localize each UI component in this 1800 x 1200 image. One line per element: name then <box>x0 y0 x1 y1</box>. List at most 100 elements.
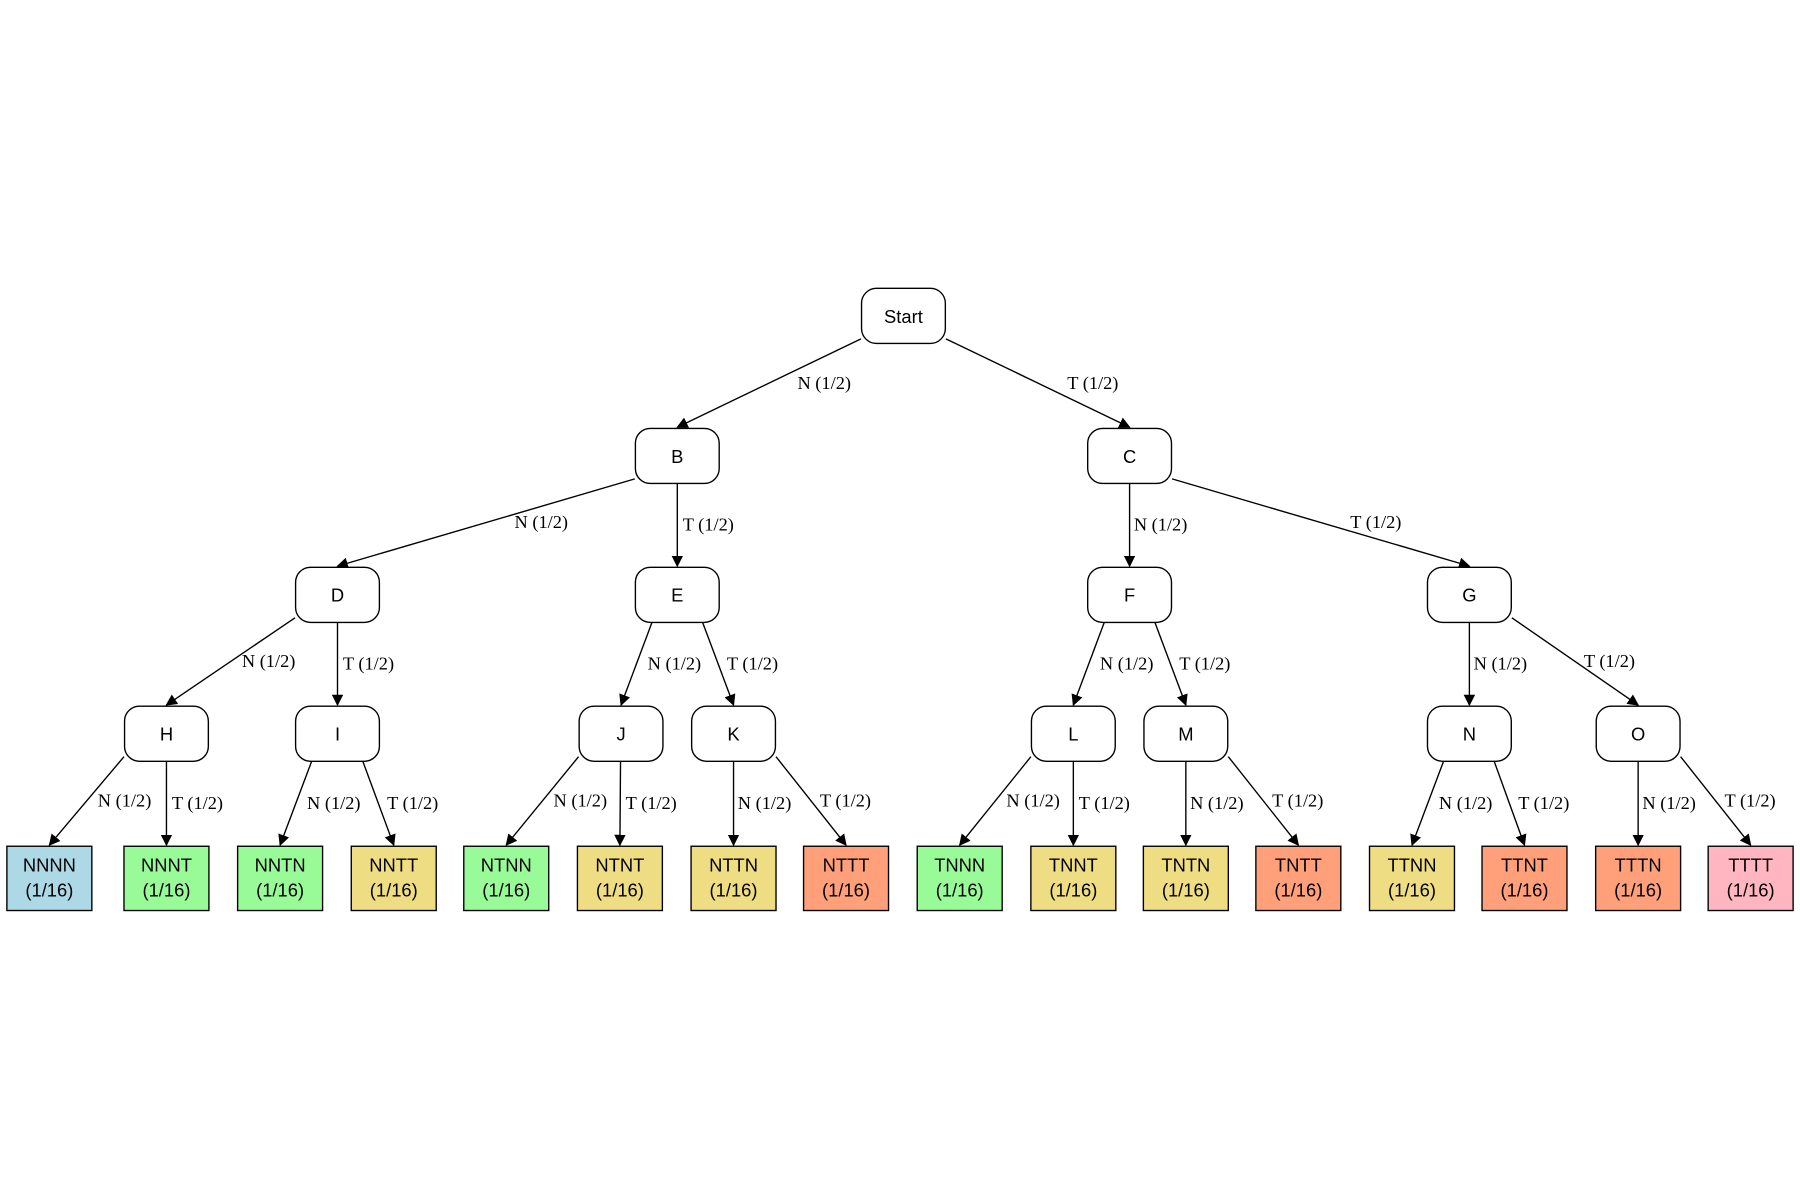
leaf-probability: (1/16) <box>482 880 530 901</box>
node-label: M <box>1178 724 1193 745</box>
tree-node-b: B <box>634 427 720 485</box>
leaf-label: TTTT <box>1728 854 1773 875</box>
edge-n-ttnn <box>1410 761 1445 847</box>
edge-n-ttnt-label: T (1/2) <box>1518 793 1569 814</box>
edge-i-nntt-label: T (1/2) <box>387 793 438 814</box>
edge-start-c <box>945 338 1131 428</box>
node-label: F <box>1124 585 1135 606</box>
tree-node-f: F <box>1087 566 1173 624</box>
tree-node-k: K <box>690 705 777 762</box>
edge-start-c-label: T (1/2) <box>1067 373 1118 394</box>
edge-n-ttnn-label: N (1/2) <box>1439 793 1493 814</box>
tree-node-i: I <box>294 705 381 762</box>
node-label: K <box>727 724 740 745</box>
edge-h-nnnn-label: N (1/2) <box>98 791 152 812</box>
tree-node-h: H <box>123 705 210 762</box>
leaf-label: NTNN <box>481 854 532 875</box>
leaf-label: NNNT <box>141 854 192 875</box>
node-label: O <box>1631 724 1645 745</box>
node-label: E <box>671 585 683 606</box>
edge-j-ntnn <box>505 756 580 846</box>
leaf-outcome-tntn: TNTN (1/16) <box>1142 845 1230 912</box>
node-label: J <box>616 724 625 745</box>
leaf-outcome-ttnt: TTNT (1/16) <box>1481 845 1568 912</box>
node-label: D <box>331 585 344 606</box>
tree-node-l: L <box>1030 705 1116 762</box>
leaf-outcome-tttn: TTTN(1/16) <box>1594 845 1682 912</box>
leaf-outcome-nntt: NNTT(1/16) <box>350 845 437 912</box>
edge-start-b <box>676 338 862 428</box>
leaf-outcome-ttnn: TTNN(1/16) <box>1368 845 1456 912</box>
leaf-label: TNTT <box>1275 854 1322 875</box>
leaf-label: NTTN <box>709 854 758 875</box>
leaf-probability: (1/16) <box>710 880 758 901</box>
edge-k-nttt <box>775 756 847 846</box>
leaf-label: NTTT <box>823 854 870 875</box>
leaf-outcome-nttn: NTTN (1/16) <box>690 845 777 912</box>
leaf-probability: (1/16) <box>1501 880 1549 901</box>
leaf-outcome-tnnt: TNNT (1/16) <box>1030 845 1117 912</box>
leaf-outcome-ntnn: NTNN (1/16) <box>463 845 550 912</box>
leaf-label: TNNN <box>934 854 985 875</box>
edge-d-h <box>165 617 296 706</box>
edge-m-tntt <box>1227 756 1300 846</box>
edge-f-m-label: T (1/2) <box>1179 653 1230 674</box>
tree-node-e: E <box>634 566 720 624</box>
edge-b-e-label: T (1/2) <box>683 515 734 536</box>
edge-n-ttnt <box>1493 761 1527 847</box>
leaf-probability: (1/16) <box>596 880 644 901</box>
edge-f-l-label: N (1/2) <box>1100 653 1154 674</box>
leaf-label: TTNT <box>1501 854 1548 875</box>
edge-l-tnnt-label: T (1/2) <box>1079 793 1130 814</box>
leaf-probability: (1/16) <box>1049 880 1097 901</box>
leaf-label: TNTN <box>1161 854 1210 875</box>
edge-h-nnnt-label: T (1/2) <box>172 793 223 814</box>
edge-g-o-label: T (1/2) <box>1584 651 1635 672</box>
tree-node-j: J <box>578 705 664 762</box>
leaf-outcome-nttt: NTTT(1/16) <box>802 845 890 912</box>
tree-node-m: M <box>1143 705 1229 762</box>
node-label: G <box>1462 585 1476 606</box>
tree-node-start: Start <box>860 287 947 345</box>
edge-d-h-label: N (1/2) <box>242 651 296 672</box>
edge-m-tntt-label: T (1/2) <box>1272 791 1323 812</box>
edge-o-tttt-label: T (1/2) <box>1724 791 1775 812</box>
leaf-probability: (1/16) <box>1727 880 1775 901</box>
leaf-outcome-tntt: TNTT (1/16) <box>1255 845 1342 912</box>
edge-k-nttn-label: N (1/2) <box>738 793 792 814</box>
leaf-outcome-nntn: NNTN(1/16) <box>236 845 324 912</box>
leaf-outcome-ntnt: NTNT (1/16) <box>576 845 664 912</box>
edge-o-tttt <box>1680 756 1752 846</box>
edge-g-o <box>1511 617 1640 706</box>
tree-node-g: G <box>1426 566 1512 624</box>
edge-c-f-label: N (1/2) <box>1134 515 1188 536</box>
edge-m-tntn-label: N (1/2) <box>1190 793 1244 814</box>
edge-i-nntn <box>278 761 313 847</box>
edge-b-d <box>336 478 636 569</box>
edge-b-d-label: N (1/2) <box>514 512 568 533</box>
edge-h-nnnn <box>48 756 125 846</box>
node-label: B <box>671 446 683 467</box>
leaf-probability: (1/16) <box>1274 880 1322 901</box>
edge-e-k-label: T (1/2) <box>727 653 778 674</box>
edge-e-k <box>701 622 736 707</box>
edge-d-i-label: T (1/2) <box>343 653 394 674</box>
node-label: I <box>335 724 340 745</box>
edge-f-m <box>1154 622 1188 707</box>
leaf-label: NTNT <box>595 854 644 875</box>
leaf-probability: (1/16) <box>370 880 418 901</box>
leaf-probability: (1/16) <box>1162 880 1210 901</box>
edge-g-n-label: N (1/2) <box>1474 653 1528 674</box>
leaf-label: TNNT <box>1049 854 1098 875</box>
edge-k-nttt-label: T (1/2) <box>820 791 871 812</box>
leaf-outcome-nnnt: NNNT(1/16) <box>123 845 210 912</box>
edge-j-ntnn-label: N (1/2) <box>554 791 608 812</box>
node-label: L <box>1068 724 1078 745</box>
leaf-probability: (1/16) <box>936 880 984 901</box>
leaf-probability: (1/16) <box>1388 880 1436 901</box>
edge-j-ntnt-label: T (1/2) <box>626 793 677 814</box>
edge-j-ntnt <box>614 761 626 847</box>
leaf-outcome-tttt: TTTT (1/16) <box>1707 845 1794 912</box>
node-label: Start <box>884 306 923 327</box>
